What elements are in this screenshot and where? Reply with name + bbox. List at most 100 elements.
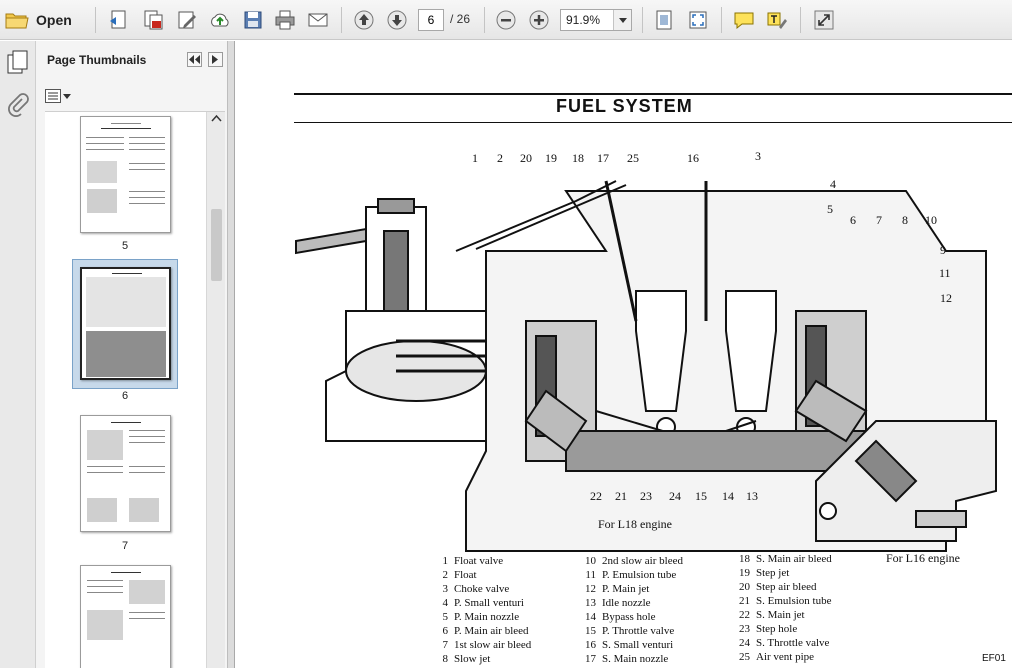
collapse-panel-button[interactable]	[187, 52, 202, 67]
callout-label: 2	[497, 151, 503, 165]
next-page-icon	[387, 10, 407, 30]
chevron-right-icon	[212, 55, 218, 64]
callout-label: 11	[939, 266, 951, 280]
thumbnail-page-5[interactable]	[80, 116, 171, 233]
expand-button[interactable]	[811, 7, 837, 33]
highlight-button[interactable]	[764, 7, 790, 33]
callout-label: 21	[615, 489, 627, 503]
paperclip-icon	[8, 93, 29, 117]
previous-page-button[interactable]	[351, 7, 377, 33]
page-thumbnails-button[interactable]	[6, 49, 30, 80]
callout-label: 6	[850, 213, 856, 227]
save-button[interactable]	[240, 7, 266, 33]
thumbnail-page-7[interactable]	[80, 415, 171, 532]
callout-label: 10	[925, 213, 937, 227]
toolbar: Open 6 / 26 91.9%	[0, 0, 1012, 40]
zoom-in-icon	[529, 10, 549, 30]
thumbnail-page-8[interactable]	[80, 565, 171, 668]
scrollbar-thumb[interactable]	[211, 209, 222, 281]
expand-icon	[814, 10, 834, 30]
callout-label: 8	[902, 213, 908, 227]
combine-files-button[interactable]	[140, 7, 166, 33]
document-title: FUEL SYSTEM	[556, 96, 693, 116]
callout-label: 15	[695, 489, 707, 503]
thumbnail-options-button[interactable]	[45, 88, 71, 104]
highlight-icon	[767, 12, 787, 29]
caption-l18: For L18 engine	[598, 517, 672, 531]
save-icon	[244, 11, 262, 29]
caption-l16: For L16 engine	[886, 551, 960, 565]
page-total: / 26	[450, 12, 471, 26]
page-number-input[interactable]: 6	[418, 9, 444, 31]
thumbnail-scrollbar[interactable]	[206, 112, 225, 668]
callout-label: 20	[520, 151, 532, 165]
print-button[interactable]	[272, 7, 298, 33]
callout-label: 1	[472, 151, 478, 165]
zoom-out-icon	[496, 10, 516, 30]
edit-button[interactable]	[174, 7, 200, 33]
header-rule	[294, 122, 1012, 123]
thumbnail-label: 5	[121, 240, 129, 252]
toolbar-separator	[642, 7, 643, 33]
callout-label: 18	[572, 151, 584, 165]
panel-splitter[interactable]	[228, 41, 235, 668]
callout-label: 14	[722, 489, 734, 503]
full-screen-button[interactable]	[685, 7, 711, 33]
callout-label: 9	[940, 243, 946, 257]
fit-page-button[interactable]	[651, 7, 677, 33]
double-chevron-left-icon	[189, 55, 200, 64]
pages-icon	[7, 50, 28, 74]
zoom-out-button[interactable]	[493, 7, 519, 33]
toolbar-separator	[95, 7, 96, 33]
callout-label: 19	[545, 151, 557, 165]
panel-title: Page Thumbnails	[47, 53, 147, 67]
upload-button[interactable]	[207, 7, 233, 33]
zoom-in-button[interactable]	[526, 7, 552, 33]
chevron-down-icon[interactable]	[613, 10, 631, 30]
chevron-down-icon	[63, 93, 71, 99]
zoom-select[interactable]: 91.9%	[560, 9, 632, 31]
panel-menu-button[interactable]	[208, 52, 223, 67]
create-pdf-button[interactable]	[106, 7, 132, 33]
callout-label: 3	[755, 149, 761, 163]
open-button[interactable]: Open	[4, 7, 88, 33]
open-label: Open	[36, 12, 72, 28]
navigation-bar	[0, 41, 36, 668]
next-page-button[interactable]	[384, 7, 410, 33]
toolbar-separator	[721, 7, 722, 33]
toolbar-separator	[800, 7, 801, 33]
edit-icon	[178, 11, 196, 29]
callout-label: 17	[597, 151, 609, 165]
figure-code: EF01	[982, 653, 1006, 664]
comment-button[interactable]	[731, 7, 757, 33]
callout-label: 5	[827, 202, 833, 216]
thumbnail-label: 6	[121, 390, 129, 402]
fit-page-icon	[656, 10, 672, 30]
header-rule	[294, 93, 1012, 95]
thumbnail-page-6[interactable]	[80, 267, 171, 380]
attachments-button[interactable]	[7, 93, 29, 122]
thumbnail-label: 7	[121, 540, 129, 552]
callout-label: 25	[627, 151, 639, 165]
email-button[interactable]	[305, 7, 331, 33]
comment-icon	[734, 12, 754, 30]
callout-label: 23	[640, 489, 652, 503]
